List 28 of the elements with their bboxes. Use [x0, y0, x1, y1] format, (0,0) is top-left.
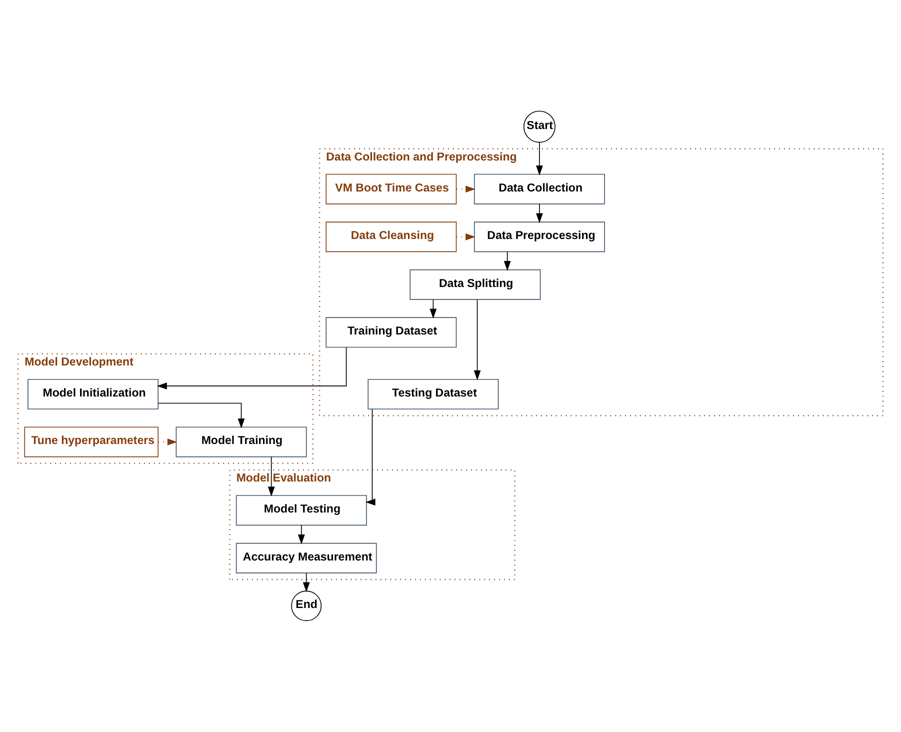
- node-box: Data Cleansing: [326, 222, 457, 252]
- arrow: [536, 142, 543, 176]
- node-circle: End: [291, 590, 322, 622]
- node-box: Accuracy Measurement: [236, 542, 377, 574]
- arrow: [158, 402, 245, 428]
- node-box: VM Boot Time Cases: [326, 174, 457, 204]
- arrow: [456, 186, 476, 193]
- node-box: Data Splitting: [410, 269, 541, 300]
- arrow: [157, 346, 347, 390]
- node-box: Testing Dataset: [368, 378, 499, 410]
- node-box: Data Preprocessing: [474, 222, 605, 252]
- arrow: [456, 233, 476, 240]
- arrow: [158, 438, 178, 446]
- node-box: Data Collection: [474, 174, 605, 204]
- node-box: Model Initialization: [28, 378, 158, 410]
- arrow: [536, 204, 543, 224]
- arrow: [474, 299, 481, 380]
- node-box: Model Testing: [236, 495, 367, 526]
- arrow: [302, 572, 310, 592]
- node-circle: Start: [523, 110, 556, 143]
- arrow: [504, 251, 511, 271]
- node-box: Training Dataset: [326, 317, 457, 348]
- arrow: [298, 524, 305, 544]
- arrow: [365, 408, 376, 506]
- node-box: Tune hyperparameters: [24, 426, 158, 458]
- arrow: [268, 456, 275, 497]
- arrow: [430, 299, 437, 319]
- node-box: Model Training: [176, 426, 307, 458]
